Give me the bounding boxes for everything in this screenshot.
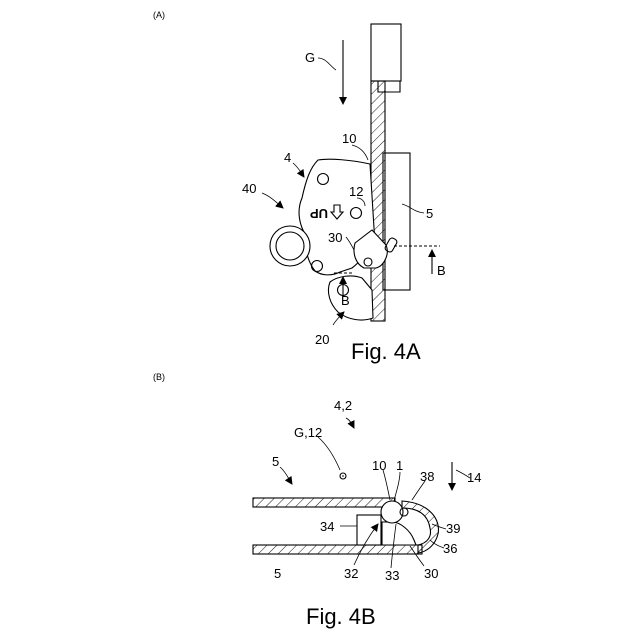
label-32: 32 xyxy=(344,566,358,581)
caption-fig-4b: Fig. 4B xyxy=(306,604,376,629)
label-10: 10 xyxy=(342,131,356,146)
label-39: 39 xyxy=(446,521,460,536)
panel-b: (B) 4,2 G,12 xyxy=(153,372,481,629)
leader-1 xyxy=(394,472,400,501)
label-4: 4 xyxy=(284,150,291,165)
caption-fig-4a: Fig. 4A xyxy=(351,339,421,364)
point-g12-center xyxy=(342,475,344,477)
lever-30-section xyxy=(381,522,416,545)
label-b-right: B xyxy=(437,263,446,278)
label-g12: G,12 xyxy=(294,425,322,440)
top-plate-5 xyxy=(253,498,395,507)
label-5: 5 xyxy=(426,206,433,221)
label-20: 20 xyxy=(315,332,329,347)
label-14: 14 xyxy=(467,470,481,485)
leader-10-b xyxy=(383,470,390,500)
label-up: UP xyxy=(310,206,328,221)
top-clamp-block xyxy=(371,24,401,81)
leader-g12 xyxy=(318,437,340,470)
label-10-b: 10 xyxy=(372,458,386,473)
label-g: G xyxy=(305,50,315,65)
bottom-plate-5 xyxy=(253,545,422,554)
label-b-left: B xyxy=(341,293,350,308)
leader-4 xyxy=(293,163,304,177)
label-5-bottom: 5 xyxy=(274,566,281,581)
label-4-2: 4,2 xyxy=(334,398,352,413)
label-33: 33 xyxy=(385,568,399,583)
label-36: 36 xyxy=(443,541,457,556)
label-12: 12 xyxy=(349,184,363,199)
block-34 xyxy=(357,515,381,545)
leader-20 xyxy=(333,312,344,325)
component-5-plate xyxy=(383,153,410,290)
label-34: 34 xyxy=(320,519,334,534)
panel-a: (A) xyxy=(153,10,446,364)
label-30: 30 xyxy=(328,230,342,245)
leader-4-2 xyxy=(346,418,354,428)
lower-jaw-20 xyxy=(328,276,373,320)
label-40: 40 xyxy=(242,181,256,196)
leader-10 xyxy=(352,145,368,160)
panel-a-tag: (A) xyxy=(153,10,165,20)
label-5-top: 5 xyxy=(272,454,279,469)
panel-b-tag: (B) xyxy=(153,372,165,382)
label-1: 1 xyxy=(396,458,403,473)
leader-g xyxy=(318,58,336,70)
leader-40 xyxy=(262,193,283,208)
label-30-b: 30 xyxy=(424,566,438,581)
leader-5-top xyxy=(280,467,292,484)
label-38: 38 xyxy=(420,469,434,484)
rail-strip-10 xyxy=(371,81,385,321)
